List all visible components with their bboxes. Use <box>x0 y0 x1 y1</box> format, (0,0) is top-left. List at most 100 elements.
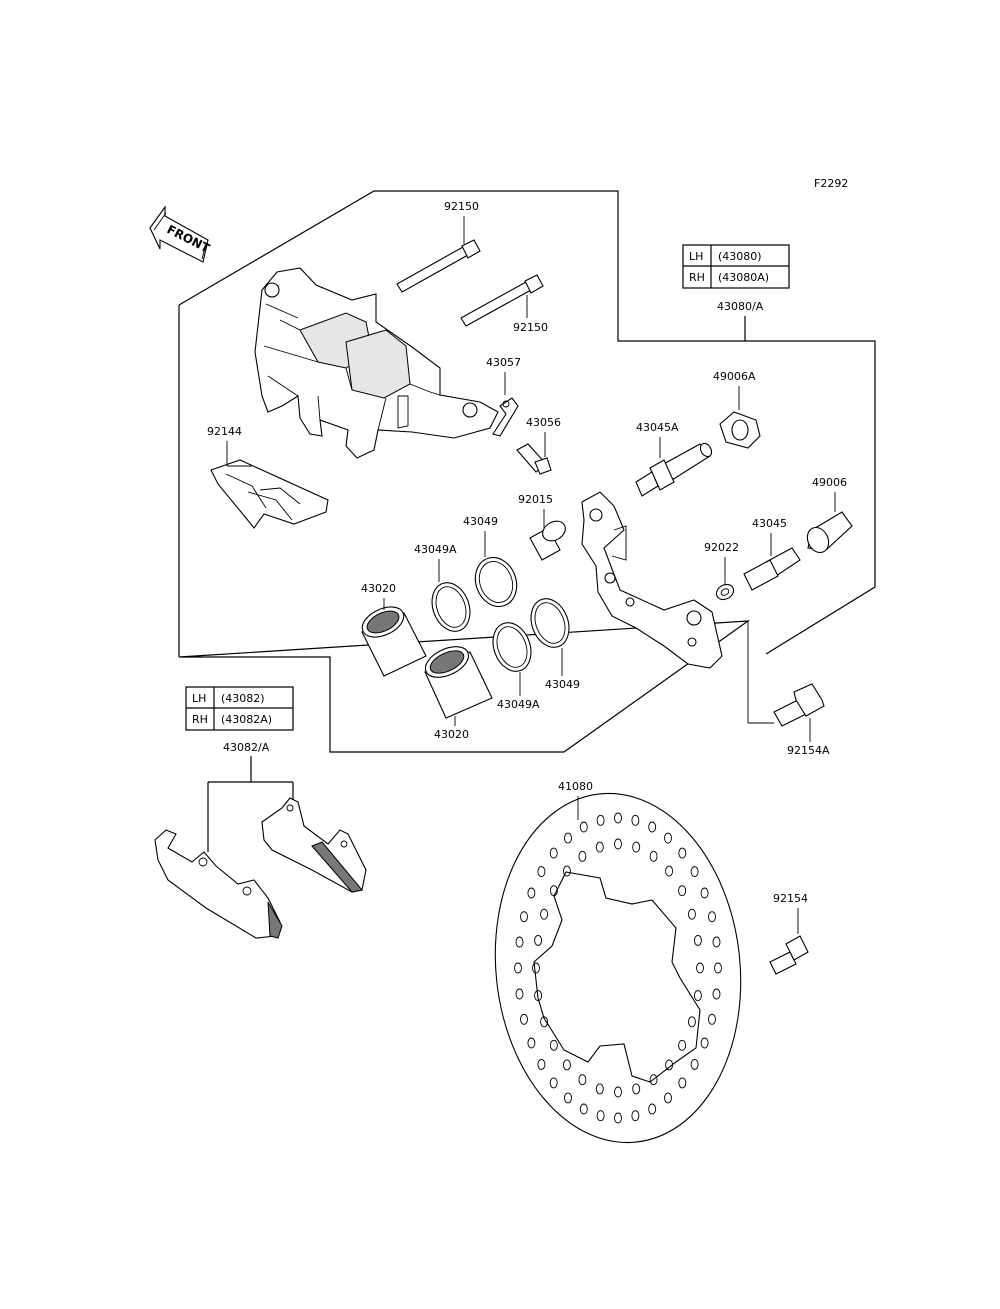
disc-holes <box>514 812 722 1124</box>
disc-hole <box>595 841 604 853</box>
seal-43049-bot <box>530 598 570 648</box>
clip-43057 <box>492 397 519 437</box>
caliper-body <box>254 267 499 459</box>
pads-lh-label: LH <box>192 692 206 705</box>
disc-hole <box>678 885 687 897</box>
disc-hole <box>614 1086 622 1098</box>
disc-hole <box>665 865 674 877</box>
disc-hole <box>665 1059 674 1071</box>
callout-43057: 43057 <box>486 356 521 369</box>
disc-hole <box>678 1039 687 1051</box>
disc-hole <box>690 866 699 878</box>
washer-92022 <box>715 583 735 601</box>
boot-49006 <box>806 511 853 554</box>
caliper-side-table: LH (43080) RH (43080A) <box>682 244 790 289</box>
callout-43080A: 43080/A <box>717 300 764 313</box>
disc-hole <box>564 1092 572 1104</box>
brake-disc-41080 <box>494 792 742 1144</box>
disc-hole <box>540 908 549 920</box>
disc-hole <box>664 1092 672 1104</box>
disc-hole <box>527 1037 536 1049</box>
disc-hole <box>549 1077 558 1089</box>
disc-hole <box>579 1103 588 1115</box>
disc-hole <box>534 934 543 946</box>
disc-hole <box>708 911 716 923</box>
disc-hole <box>687 1016 696 1028</box>
disc-hole <box>514 962 522 974</box>
pads-side-table: LH (43082) RH (43082A) <box>185 686 294 731</box>
callout-92015: 92015 <box>518 493 553 506</box>
disc-hole <box>537 866 546 878</box>
callout-43056: 43056 <box>526 416 561 429</box>
disc-hole <box>549 1039 558 1051</box>
disc-hole <box>549 847 558 859</box>
disc-hole <box>678 847 687 859</box>
caliper-lh-label: LH <box>689 250 703 263</box>
disc-hole <box>532 962 540 974</box>
disc-hole <box>690 1058 699 1070</box>
disc-hole <box>714 962 722 974</box>
callout-41080: 41080 <box>558 780 593 793</box>
callout-49006A: 49006A <box>713 370 756 383</box>
seal-43049A-bot <box>492 622 532 672</box>
disc-hole <box>700 1037 709 1049</box>
disc-hole <box>687 908 696 920</box>
pads-lh-part: (43082) <box>221 692 265 705</box>
boot-49006A <box>719 411 761 449</box>
callout-43045: 43045 <box>752 517 787 530</box>
disc-hole <box>632 841 641 853</box>
disc-hole <box>562 1059 571 1071</box>
front-arrow-icon: FRONT <box>149 205 213 263</box>
callout-43049-top: 43049 <box>463 515 498 528</box>
callout-49006: 49006 <box>812 476 847 489</box>
disc-hole <box>534 990 543 1002</box>
pin-92150-mid <box>460 274 544 327</box>
pads-rh-label: RH <box>192 713 208 726</box>
disc-hole <box>614 838 622 850</box>
disc-hole <box>648 821 657 833</box>
callout-43049A-top: 43049A <box>414 543 457 556</box>
disc-hole <box>632 1083 641 1095</box>
disc-hole <box>564 832 572 844</box>
figure-code: F2292 <box>814 177 848 190</box>
disc-hole <box>614 1112 622 1124</box>
brake-pad-right <box>261 797 367 893</box>
callout-43020-top: 43020 <box>361 582 396 595</box>
disc-hole <box>578 850 587 862</box>
disc-hole <box>648 1103 657 1115</box>
caliper-rh-part: (43080A) <box>718 271 769 284</box>
disc-hole <box>678 1077 687 1089</box>
disc-hole <box>596 814 605 826</box>
disc-hole <box>537 1058 546 1070</box>
disc-hole <box>708 1013 716 1025</box>
disc-hole <box>693 990 702 1002</box>
disc-hole <box>649 850 658 862</box>
disc-hole <box>631 814 640 826</box>
disc-hole <box>515 936 524 948</box>
disc-hole <box>562 865 571 877</box>
disc-hole <box>595 1083 604 1095</box>
pads-rh-part: (43082A) <box>221 713 272 726</box>
callout-43045A: 43045A <box>636 421 679 434</box>
disc-hole <box>693 934 702 946</box>
bolt-92154 <box>769 935 809 975</box>
disc-hole <box>540 1016 549 1028</box>
bushing-92015 <box>529 520 566 561</box>
callout-92150-mid: 92150 <box>513 321 548 334</box>
pin-43045A <box>635 442 713 497</box>
brake-pad-left <box>154 829 283 939</box>
disc-hole <box>664 832 672 844</box>
disc-hole <box>515 988 524 1000</box>
seal-43049-top <box>474 556 518 608</box>
caliper-lh-part: (43080) <box>718 250 762 263</box>
disc-hole <box>649 1074 658 1086</box>
disc-hole <box>712 988 721 1000</box>
seal-43049A-top <box>431 582 471 632</box>
callout-43049-bot: 43049 <box>545 678 580 691</box>
disc-hole <box>527 887 536 899</box>
pad-spring-92144 <box>210 459 329 529</box>
disc-hole <box>614 812 622 824</box>
disc-hole <box>596 1110 605 1122</box>
callout-92150-top: 92150 <box>444 200 479 213</box>
